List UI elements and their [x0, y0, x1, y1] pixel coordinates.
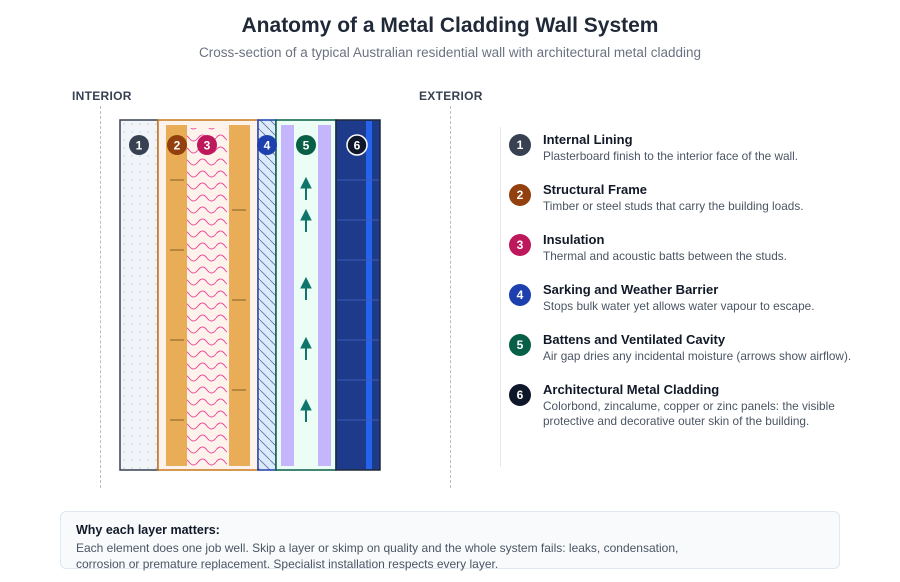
batten-right	[318, 125, 331, 466]
legend-description: Thermal and acoustic batts between the s…	[543, 249, 787, 263]
section-badge-5: 5	[296, 135, 316, 155]
legend-description: Stops bulk water yet allows water vapour…	[543, 299, 815, 313]
layer-legend: 1 Internal Lining Plasterboard finish to…	[500, 127, 896, 467]
interior-dashed-line	[100, 106, 101, 488]
svg-text:6: 6	[354, 139, 361, 153]
legend-title: Battens and Ventilated Cavity	[543, 332, 726, 347]
legend-badge: 5	[509, 334, 531, 356]
batten-left	[281, 125, 294, 466]
svg-text:5: 5	[303, 139, 310, 153]
legend-badge: 6	[509, 384, 531, 406]
section-badge-2: 2	[167, 135, 187, 155]
legend-title: Internal Lining	[543, 132, 633, 147]
interior-label: INTERIOR	[72, 89, 132, 103]
stud-right	[229, 125, 250, 466]
legend-badge: 3	[509, 234, 531, 256]
svg-text:4: 4	[264, 139, 271, 153]
legend-title: Structural Frame	[543, 182, 648, 197]
legend-badge: 1	[509, 134, 531, 156]
exterior-label: EXTERIOR	[419, 89, 483, 103]
legend-badge: 2	[509, 184, 531, 206]
svg-text:2: 2	[174, 139, 181, 153]
section-badge-3: 3	[197, 135, 217, 155]
layer-structural-frame	[157, 119, 259, 471]
section-badge-4: 4	[257, 135, 277, 155]
exterior-dashed-line	[450, 106, 451, 488]
legend-description: Air gap dries any incidental moisture (a…	[543, 349, 852, 363]
stud-left	[166, 125, 187, 466]
layer-sarking	[257, 119, 277, 471]
note-title: Why each layer matters:	[76, 523, 220, 537]
legend-title: Insulation	[543, 232, 605, 247]
legend-description: Plasterboard finish to the interior face…	[543, 149, 799, 163]
legend-description: Timber or steel studs that carry the bui…	[543, 199, 804, 213]
legend-title: Sarking and Weather Barrier	[543, 282, 719, 297]
legend-badge: 4	[509, 284, 531, 306]
layer-internal-lining	[119, 119, 159, 471]
diagram-title: Anatomy of a Metal Cladding Wall System	[241, 14, 659, 37]
legend-title: Architectural Metal Cladding	[543, 382, 720, 397]
section-badge-6: 6	[346, 134, 368, 156]
svg-text:1: 1	[136, 139, 143, 153]
insulation-batts	[187, 128, 227, 466]
why-layers-matter-note: Why each layer matters: Each element doe…	[60, 511, 840, 571]
layer-metal-cladding	[335, 119, 381, 471]
note-text: Each element does one job well. Skip a l…	[76, 541, 679, 571]
legend-description: Colorbond, zincalume, copper or zinc pan…	[543, 399, 835, 428]
section-badge-1: 1	[129, 135, 149, 155]
svg-text:3: 3	[204, 139, 211, 153]
airflow-arrows	[300, 176, 312, 422]
layer-battens-cavity	[275, 119, 337, 471]
diagram-subtitle: Cross-section of a typical Australian re…	[199, 45, 701, 60]
